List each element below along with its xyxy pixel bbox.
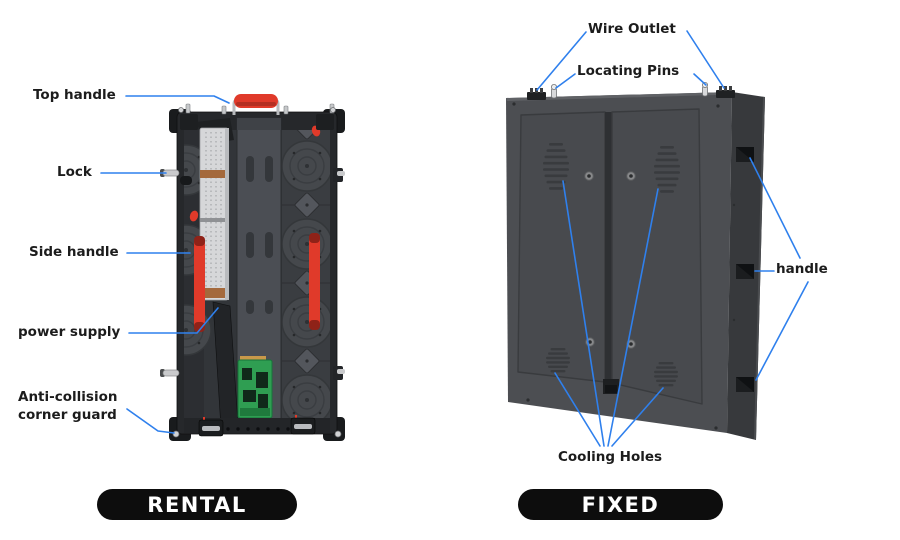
side-handle-parts — [194, 233, 320, 332]
label-cooling-holes: Cooling Holes — [558, 449, 663, 465]
power-supply-part — [196, 118, 239, 429]
top-handle-part — [232, 94, 280, 115]
label-top-handle: Top handle — [33, 87, 116, 103]
red-knob — [189, 210, 199, 222]
right-door — [611, 108, 703, 405]
fixed-cabinet-illustration — [506, 82, 765, 440]
lock-parts — [160, 169, 192, 377]
label-side-handle: Side handle — [29, 244, 119, 260]
label-anti-collision: Anti-collision corner guard — [18, 389, 118, 423]
bottom-recess — [603, 379, 619, 394]
pcb-card — [237, 356, 273, 419]
label-power-supply: power supply — [18, 324, 121, 340]
label-lock: Lock — [57, 164, 92, 180]
badge-fixed: FIXED — [518, 489, 723, 520]
right-latches — [333, 168, 345, 380]
bottom-fittings — [172, 107, 342, 438]
rental-panel-illustration — [160, 94, 345, 441]
label-handle: handle — [776, 261, 828, 277]
label-wire-outlet: Wire Outlet — [588, 21, 676, 37]
badge-rental: RENTAL — [97, 489, 297, 520]
leader-lines — [100, 30, 809, 447]
label-locating-pins: Locating Pins — [577, 63, 680, 79]
screws — [512, 102, 736, 430]
top-fittings — [180, 103, 335, 130]
